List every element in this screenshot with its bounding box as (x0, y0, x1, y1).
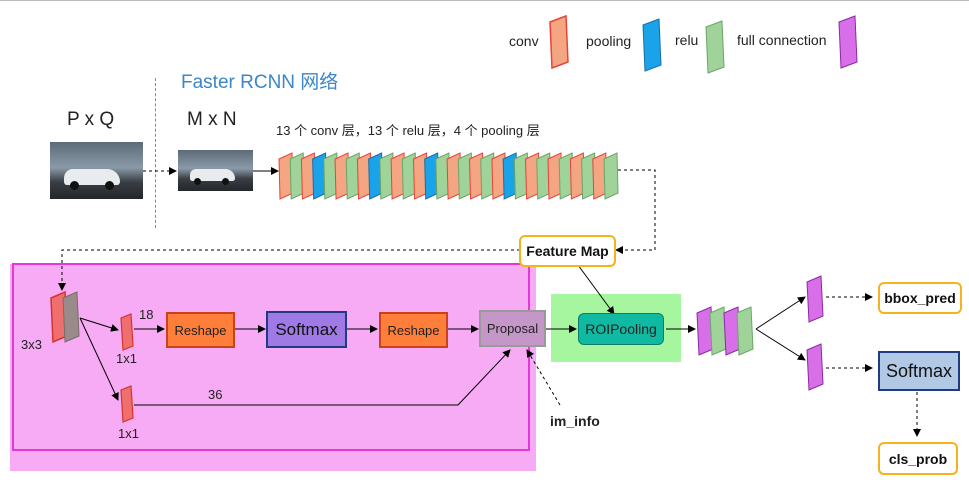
input-size-label: P x Q (67, 109, 115, 130)
fc-relu-2 (736, 306, 754, 356)
car-wheel (105, 181, 114, 190)
legend-fc-swatch (838, 15, 858, 69)
bbox-fc-layer (806, 275, 824, 323)
conv1x1-bottom-label: 1x1 (118, 426, 139, 441)
legend-pooling-label: pooling (586, 33, 632, 49)
head-softmax-box: Softmax (878, 351, 960, 391)
reg-channels-label: 36 (208, 387, 223, 402)
arrow-3x3-to-1x1-bottom (79, 317, 119, 401)
conv3x3-label: 3x3 (21, 337, 42, 352)
rpn-relu-shape (62, 291, 80, 343)
legend-conv-label: conv (509, 33, 539, 49)
conv1x1-top-label: 1x1 (116, 351, 137, 366)
car-wheel (70, 181, 79, 190)
arrow-backbone-to-featuremap (615, 169, 656, 254)
legend-conv-swatch (549, 14, 569, 70)
reshape-box-2: Reshape (379, 312, 448, 348)
input-image (50, 142, 143, 199)
legend-relu-swatch (705, 20, 725, 74)
backbone-layers (278, 152, 619, 200)
backbone-caption: 13 个 conv 层，13 个 relu 层，4 个 pooling 层 (276, 123, 540, 138)
legend-pooling-swatch (642, 18, 662, 72)
feature-map-box: Feature Map (519, 235, 616, 267)
cls-fc-layer (806, 343, 824, 391)
reshape-box-1: Reshape (166, 312, 235, 348)
arrow-featuremap-to-roipooling (577, 264, 615, 315)
rpn-softmax-box: Softmax (266, 311, 347, 348)
bbox-pred-box: bbox_pred (878, 282, 962, 314)
roi-pooling-box: ROIPooling (578, 313, 664, 345)
rpn-conv1x1-bottom-shape (120, 385, 134, 423)
cls-channels-label: 18 (139, 307, 154, 322)
arrow-iminfo-to-proposal (526, 349, 561, 406)
rpn-conv1x1-top-shape (120, 313, 134, 351)
backbone-relu-layer (603, 152, 619, 200)
cls-prob-box: cls_prob (878, 442, 958, 475)
arrow-fc-to-bbox-fc (755, 296, 806, 330)
car-wheel (194, 178, 201, 185)
rpn-region (10, 264, 536, 471)
diagram-title: Faster RCNN 网络 (181, 72, 339, 93)
top-border (0, 0, 969, 1)
arrow-3x3-to-1x1-top (79, 317, 119, 332)
arrow-featuremap-to-rpn (58, 249, 520, 291)
im-info-label: im_info (550, 413, 600, 429)
resized-image (178, 150, 253, 191)
car-wheel (222, 178, 229, 185)
separator-line (155, 78, 156, 228)
arrow-1x1-to-proposal (134, 349, 511, 406)
arrow-fc-to-cls-fc (755, 328, 806, 361)
resized-size-label: M x N (187, 109, 237, 130)
legend-fc-label: full connection (737, 32, 827, 48)
legend-relu-label: relu (675, 32, 699, 48)
proposal-box: Proposal (479, 310, 546, 347)
